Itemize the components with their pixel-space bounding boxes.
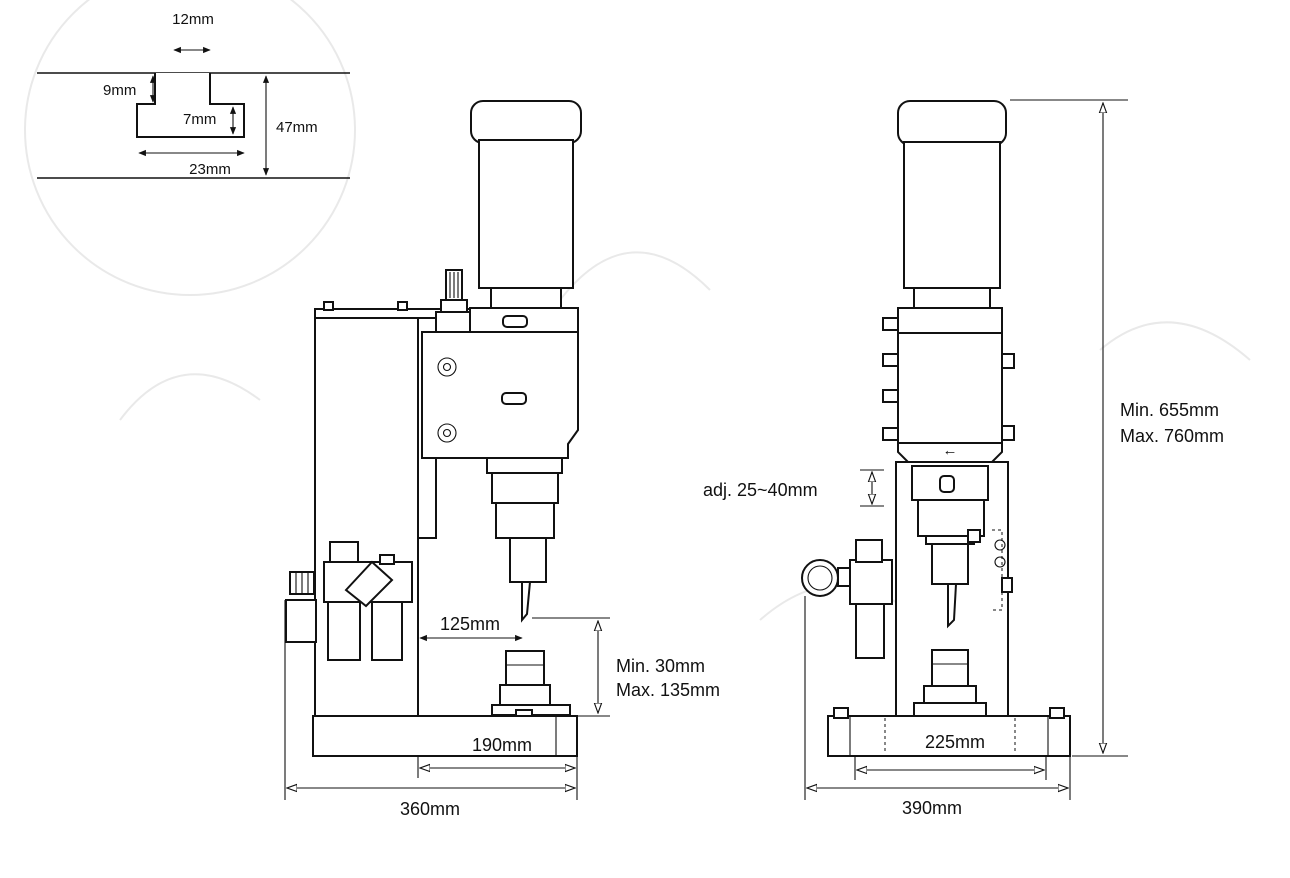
height-min-label: Min. 655mm	[1120, 400, 1219, 420]
watermark	[24, 0, 1251, 621]
slot-depth-lower-label: 7mm	[183, 111, 216, 128]
base-width-label: 390mm	[902, 798, 962, 818]
stroke-min-label: Min. 30mm	[616, 656, 705, 676]
front-view: ←	[703, 99, 1224, 818]
front-table-label: 225mm	[925, 732, 985, 752]
base-depth-label: 360mm	[400, 799, 460, 819]
pressure-gauge	[801, 559, 839, 597]
side-table-label: 190mm	[472, 735, 532, 755]
motor-collar	[490, 287, 562, 309]
side-view: 360mm 190mm 125mm Min. 30mm Max. 135mm	[284, 100, 720, 819]
height-max-label: Max. 760mm	[1120, 426, 1224, 446]
slot-total-height-label: 47mm	[276, 119, 318, 136]
motor-cap	[470, 100, 582, 144]
front-head	[897, 332, 1003, 444]
rotation-arrow-icon: ←	[943, 442, 958, 459]
front-motor-body	[903, 141, 1001, 289]
anvil	[505, 650, 545, 686]
spindle-head	[421, 331, 579, 459]
side-base	[312, 715, 578, 757]
motor-body	[478, 139, 574, 289]
stroke-max-label: Max. 135mm	[616, 680, 720, 700]
slot-depth-upper-label: 9mm	[103, 82, 136, 99]
slot-detail: 12mm 9mm 7mm 23mm 47mm	[37, 11, 350, 179]
adjust-label: adj. 25~40mm	[703, 480, 818, 500]
slot-width-bottom-label: 23mm	[189, 161, 231, 178]
slot-width-top-label: 12mm	[172, 11, 214, 28]
riveting-tool	[521, 581, 532, 623]
front-base	[827, 715, 1071, 757]
front-anvil	[931, 649, 969, 687]
reach-label: 125mm	[440, 614, 500, 634]
front-motor-cap	[897, 100, 1007, 146]
